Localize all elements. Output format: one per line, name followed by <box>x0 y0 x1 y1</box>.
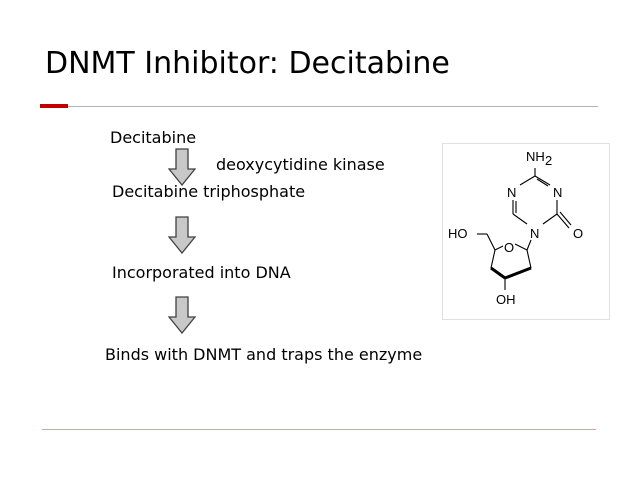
decitabine-structure: NH 2 N N N O O HO OH <box>442 143 610 320</box>
down-arrow-icon <box>168 216 196 254</box>
n-left-label: N <box>507 185 516 200</box>
n-bottom-label: N <box>530 226 539 241</box>
down-arrow-icon <box>168 148 196 186</box>
enzyme-label: deoxycytidine kinase <box>216 155 385 174</box>
ring-o-label: O <box>504 240 514 255</box>
step-binds-dnmt: Binds with DNMT and traps the enzyme <box>105 345 423 364</box>
oh-label: OH <box>496 292 516 307</box>
step-triphosphate: Decitabine triphosphate <box>112 182 306 201</box>
slide-title: DNMT Inhibitor: Decitabine <box>45 46 450 81</box>
down-arrow-icon <box>168 296 196 334</box>
step-decitabine: Decitabine <box>110 128 197 147</box>
n-right-label: N <box>553 185 562 200</box>
title-divider <box>68 106 598 107</box>
ho-label: HO <box>448 226 468 241</box>
step-incorporated: Incorporated into DNA <box>112 263 291 282</box>
nh2-label: NH <box>526 149 545 164</box>
footer-divider <box>42 429 596 430</box>
chemical-structure-drawing: NH 2 N N N O O HO OH <box>448 149 583 307</box>
nh2-subscript: 2 <box>545 153 552 168</box>
title-accent-bar <box>40 104 68 108</box>
carbonyl-o-label: O <box>573 226 583 241</box>
